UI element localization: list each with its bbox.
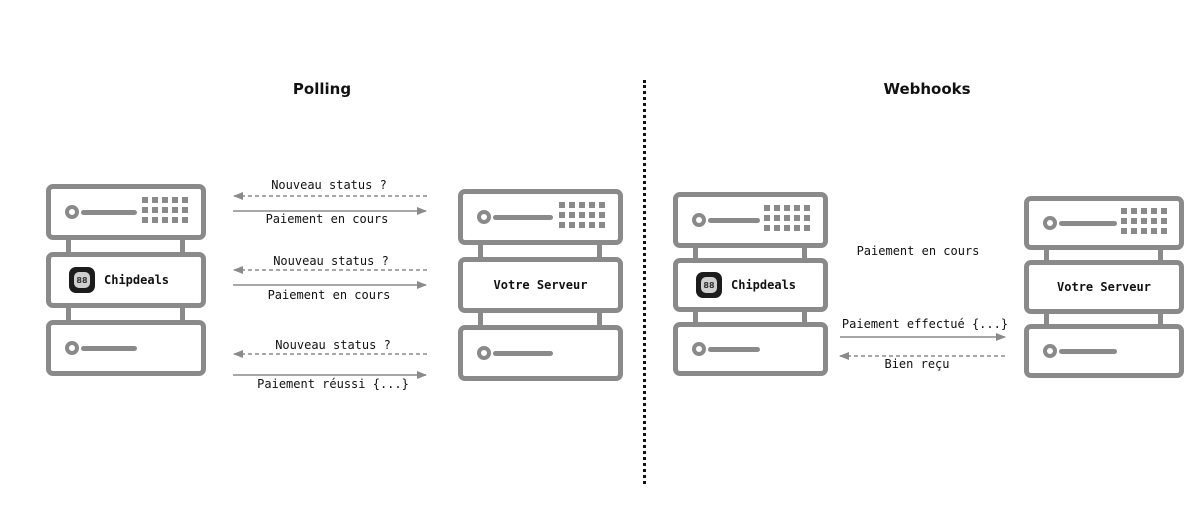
bar: [493, 215, 553, 220]
webhooks-title: Webhooks: [883, 80, 971, 98]
bar: [81, 346, 137, 351]
connector: [180, 240, 185, 252]
connector: [693, 312, 698, 322]
server-unit-middle: Votre Serveur: [1024, 260, 1184, 314]
server-unit-bottom: [673, 322, 828, 376]
vent-grid-icon: [1121, 208, 1167, 234]
client-label: 88 Chipdeals: [69, 257, 169, 303]
connector: [597, 245, 602, 257]
server-unit-bottom: [1024, 324, 1184, 378]
client-name: Chipdeals: [104, 273, 170, 287]
server-unit-top: [458, 189, 623, 245]
knob: [1043, 216, 1057, 230]
connector: [802, 312, 807, 322]
server-unit-middle: Votre Serveur: [458, 257, 623, 313]
bar: [708, 347, 760, 352]
server-unit-top: [1024, 196, 1184, 250]
server-unit-middle: 88 Chipdeals: [673, 258, 828, 312]
connector: [1044, 314, 1049, 324]
connector: [66, 308, 71, 320]
connector: [180, 308, 185, 320]
polling-response-2: Paiement en cours: [267, 288, 391, 302]
polling-request-2: Nouveau status ?: [273, 254, 389, 268]
webhooks-notification: Paiement effectué {...}: [841, 317, 1009, 331]
knob: [1043, 344, 1057, 358]
connector: [66, 240, 71, 252]
vent-grid-icon: [764, 205, 810, 231]
connector: [597, 313, 602, 325]
connector: [1158, 314, 1163, 324]
server-unit-middle: 88 Chipdeals: [46, 252, 206, 308]
section-divider: [643, 80, 646, 484]
polling-title: Polling: [292, 80, 352, 98]
polling-response-1: Paiement en cours: [265, 212, 389, 226]
knob: [477, 210, 491, 224]
server-unit-bottom: [46, 320, 206, 376]
connector: [802, 248, 807, 258]
connector: [1158, 250, 1163, 260]
server-unit-bottom: [458, 325, 623, 381]
bar: [1059, 221, 1117, 226]
vent-grid-icon: [559, 202, 605, 228]
knob: [692, 342, 706, 356]
server-label: Votre Serveur: [1057, 280, 1151, 294]
knob: [692, 213, 706, 227]
bar: [1059, 349, 1117, 354]
connector: [478, 245, 483, 257]
webhooks-status-text: Paiement en cours: [856, 244, 980, 258]
knob: [65, 205, 79, 219]
polling-response-3: Paiement réussi {...}: [257, 377, 409, 391]
knob: [477, 346, 491, 360]
webhooks-acknowledgement: Bien reçu: [884, 357, 950, 371]
server-unit-top: [46, 184, 206, 240]
knob: [65, 341, 79, 355]
bar: [81, 210, 137, 215]
bar: [493, 351, 553, 356]
client-name: Chipdeals: [731, 278, 797, 292]
polling-request-1: Nouveau status ?: [271, 178, 387, 192]
connector: [478, 313, 483, 325]
vent-grid-icon: [142, 197, 188, 223]
connector: [1044, 250, 1049, 260]
chipdeals-logo-icon: 88: [69, 267, 95, 293]
chipdeals-logo-icon: 88: [696, 272, 722, 298]
server-unit-top: [673, 192, 828, 248]
client-label: 88 Chipdeals: [696, 263, 796, 307]
server-label: Votre Serveur: [493, 278, 588, 292]
connector: [693, 248, 698, 258]
bar: [708, 218, 760, 223]
polling-request-3: Nouveau status ?: [275, 338, 391, 352]
